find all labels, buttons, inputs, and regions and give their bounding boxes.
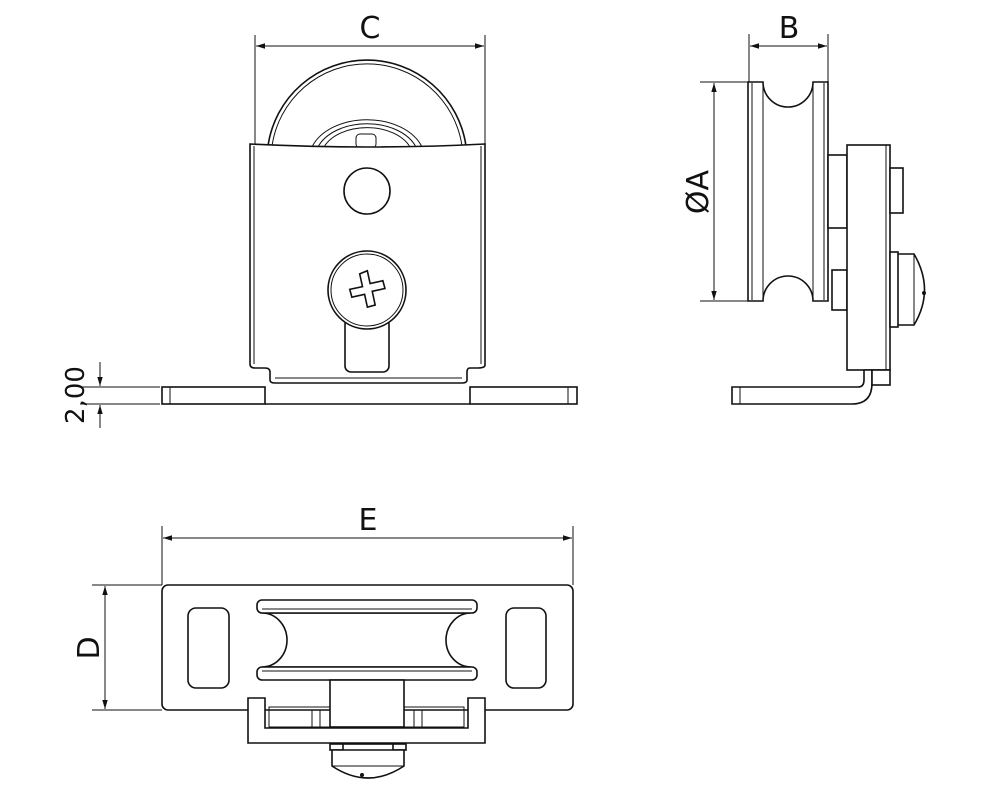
dimension-e: E (161, 503, 574, 585)
mounting-slot-left (187, 607, 230, 689)
front-view: C (61, 11, 578, 428)
wheel-side (747, 81, 829, 302)
wheel (267, 59, 467, 149)
bracket-bottom (247, 679, 486, 779)
thickness-label: 2,00 (61, 366, 91, 424)
dimension-diameter-a: ØA (681, 81, 750, 302)
dimension-c: C (254, 11, 486, 145)
base-plate-front (161, 386, 578, 405)
dimension-d: D (72, 584, 162, 711)
dimension-e-label: E (359, 503, 378, 538)
dimension-d-label: D (72, 636, 107, 659)
mounting-slot-right (505, 607, 547, 689)
dimension-b: B (748, 11, 829, 82)
dimension-c-label: C (360, 11, 381, 46)
dimension-b-label: B (779, 11, 800, 46)
mounting-hole (343, 167, 391, 215)
phillips-screw-icon (327, 250, 407, 330)
roller-top (256, 599, 478, 681)
dimension-thickness: 2,00 (61, 362, 160, 428)
dimension-a-label: ØA (681, 169, 716, 214)
side-view: B ØA (681, 11, 926, 405)
bottom-view: E D (72, 503, 574, 779)
bracket-side (731, 144, 926, 405)
